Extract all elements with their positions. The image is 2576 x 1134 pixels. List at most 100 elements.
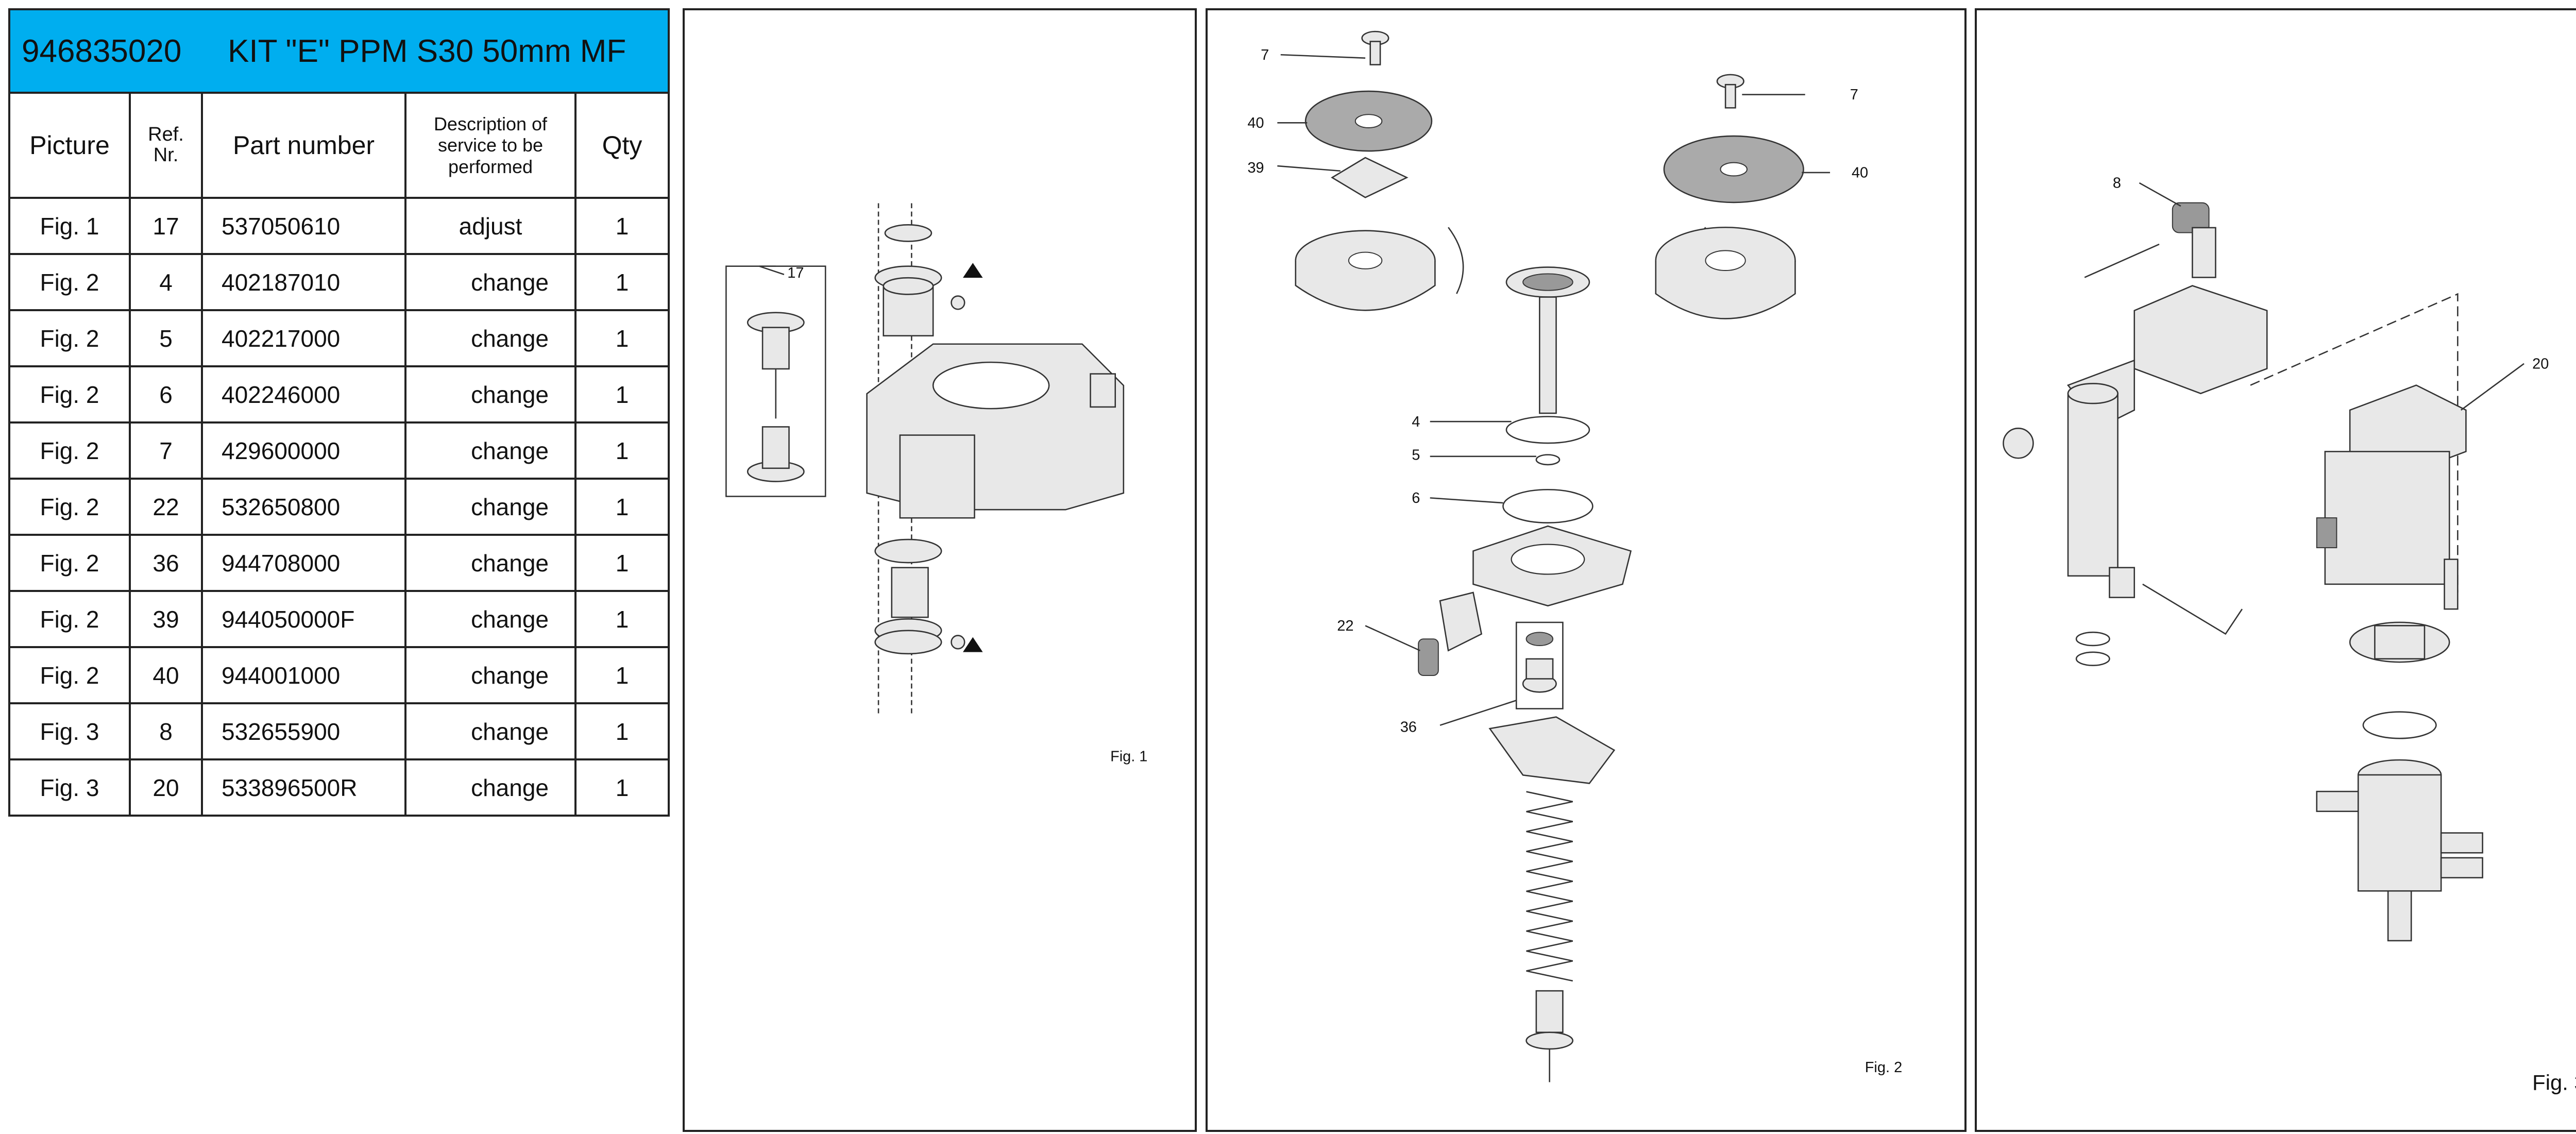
callout-22: 22 xyxy=(1337,618,1353,634)
cell-part: 402187010 xyxy=(201,253,406,311)
callout-20: 20 xyxy=(2532,356,2549,372)
cell-picture: Fig. 2 xyxy=(8,534,131,592)
cell-ref: 39 xyxy=(129,590,203,648)
col-ref: Ref.Nr. xyxy=(129,92,203,199)
adjust-marker-triangle-icon xyxy=(963,263,983,278)
o-ring-4 xyxy=(1505,416,1590,444)
cell-part: 944001000 xyxy=(201,646,406,704)
col-desc-line3: performed xyxy=(448,156,533,177)
seal-36 xyxy=(1522,632,1557,693)
lower-valve-body xyxy=(2316,621,2483,942)
cell-part: 944708000 xyxy=(201,534,406,592)
cell-picture: Fig. 2 xyxy=(8,365,131,424)
cell-desc: change xyxy=(404,758,577,817)
cell-picture: Fig. 3 xyxy=(8,702,131,760)
col-ref-line2: Nr. xyxy=(153,144,179,166)
figure-1-drawing: 17 Fig. 1 xyxy=(725,203,1147,765)
cell-desc: change xyxy=(404,421,577,480)
valve-body-manifold xyxy=(2003,285,2268,666)
callout-7-right: 7 xyxy=(1850,87,1858,103)
callout-leaders xyxy=(1277,54,1831,726)
cell-ref: 36 xyxy=(129,534,203,592)
cell-picture: Fig. 2 xyxy=(8,253,131,311)
cell-part: 533896500R xyxy=(201,758,406,817)
cell-part: 944050000F xyxy=(201,590,406,648)
cell-qty: 1 xyxy=(574,253,670,311)
cell-ref: 7 xyxy=(129,421,203,480)
cell-part: 537050610 xyxy=(201,197,406,255)
valve-cover xyxy=(1472,525,1632,607)
callout-8: 8 xyxy=(2113,175,2121,192)
group-head-left xyxy=(1295,230,1436,311)
cell-desc: change xyxy=(404,590,577,648)
cell-qty: 1 xyxy=(574,646,670,704)
callout-36: 36 xyxy=(1400,719,1417,736)
screw-7-right xyxy=(1716,74,1744,109)
shaft-part-17 xyxy=(747,312,805,482)
col-qty: Qty xyxy=(574,92,670,199)
cell-picture: Fig. 2 xyxy=(8,590,131,648)
cell-part: 532650800 xyxy=(201,478,406,536)
cell-picture: Fig. 2 xyxy=(8,309,131,367)
callout-39: 39 xyxy=(1247,160,1264,176)
cell-desc: change xyxy=(404,365,577,424)
callout-40-right: 40 xyxy=(1852,165,1868,181)
cell-picture: Fig. 2 xyxy=(8,478,131,536)
figure-2-caption: Fig. 2 xyxy=(1865,1059,1903,1076)
cell-desc: adjust xyxy=(404,197,577,255)
col-picture: Picture xyxy=(8,92,131,199)
figure-2-panel: 7 40 39 7 40 4 5 6 22 36 Fig. 2 xyxy=(1206,8,1967,1132)
shower-screen-40-left xyxy=(1304,90,1433,152)
cell-qty: 1 xyxy=(574,758,670,817)
o-ring-6 xyxy=(1502,488,1594,523)
callout-6: 6 xyxy=(1412,490,1420,506)
cell-desc: change xyxy=(404,309,577,367)
cell-qty: 1 xyxy=(574,197,670,255)
cell-qty: 1 xyxy=(574,478,670,536)
cell-picture: Fig. 2 xyxy=(8,646,131,704)
group-head-right xyxy=(1655,226,1796,319)
cell-picture: Fig. 2 xyxy=(8,421,131,480)
gasket-plate xyxy=(1488,716,1616,784)
valve-body-assembly xyxy=(866,203,1125,717)
cell-desc: change xyxy=(404,253,577,311)
col-desc-line1: Description of xyxy=(433,113,548,134)
cell-qty: 1 xyxy=(574,365,670,424)
solenoid-coil-20 xyxy=(2316,384,2467,610)
spreader-39 xyxy=(1331,157,1409,198)
col-ref-line1: Ref. xyxy=(148,124,184,146)
cell-qty: 1 xyxy=(574,534,670,592)
cell-ref: 22 xyxy=(129,478,203,536)
spring xyxy=(1526,791,1573,982)
cell-ref: 8 xyxy=(129,702,203,760)
callout-4: 4 xyxy=(1412,414,1420,430)
cell-part: 402246000 xyxy=(201,365,406,424)
col-part-number: Part number xyxy=(201,92,406,199)
callout-7-left: 7 xyxy=(1261,47,1269,63)
valve-22 xyxy=(1418,591,1483,676)
cell-desc: change xyxy=(404,534,577,592)
screw-7-left xyxy=(1361,30,1389,65)
kit-name: KIT "E" PPM S30 50mm MF xyxy=(228,33,626,69)
cell-ref: 5 xyxy=(129,309,203,367)
callout-40-left: 40 xyxy=(1247,115,1264,131)
piston-stem xyxy=(1505,266,1590,414)
column-header-row: Picture Ref.Nr. Part number Description … xyxy=(8,92,670,199)
plunger xyxy=(1526,990,1574,1082)
cell-ref: 4 xyxy=(129,253,203,311)
o-ring-5 xyxy=(1535,454,1561,466)
figure-3-panel: 8 20 Fig. 3 xyxy=(1975,8,2576,1132)
fitting-8 xyxy=(2084,202,2216,278)
inset-box-36 xyxy=(1515,621,1564,709)
callout-5: 5 xyxy=(1412,447,1420,463)
col-desc-line2: service to be xyxy=(437,134,544,156)
